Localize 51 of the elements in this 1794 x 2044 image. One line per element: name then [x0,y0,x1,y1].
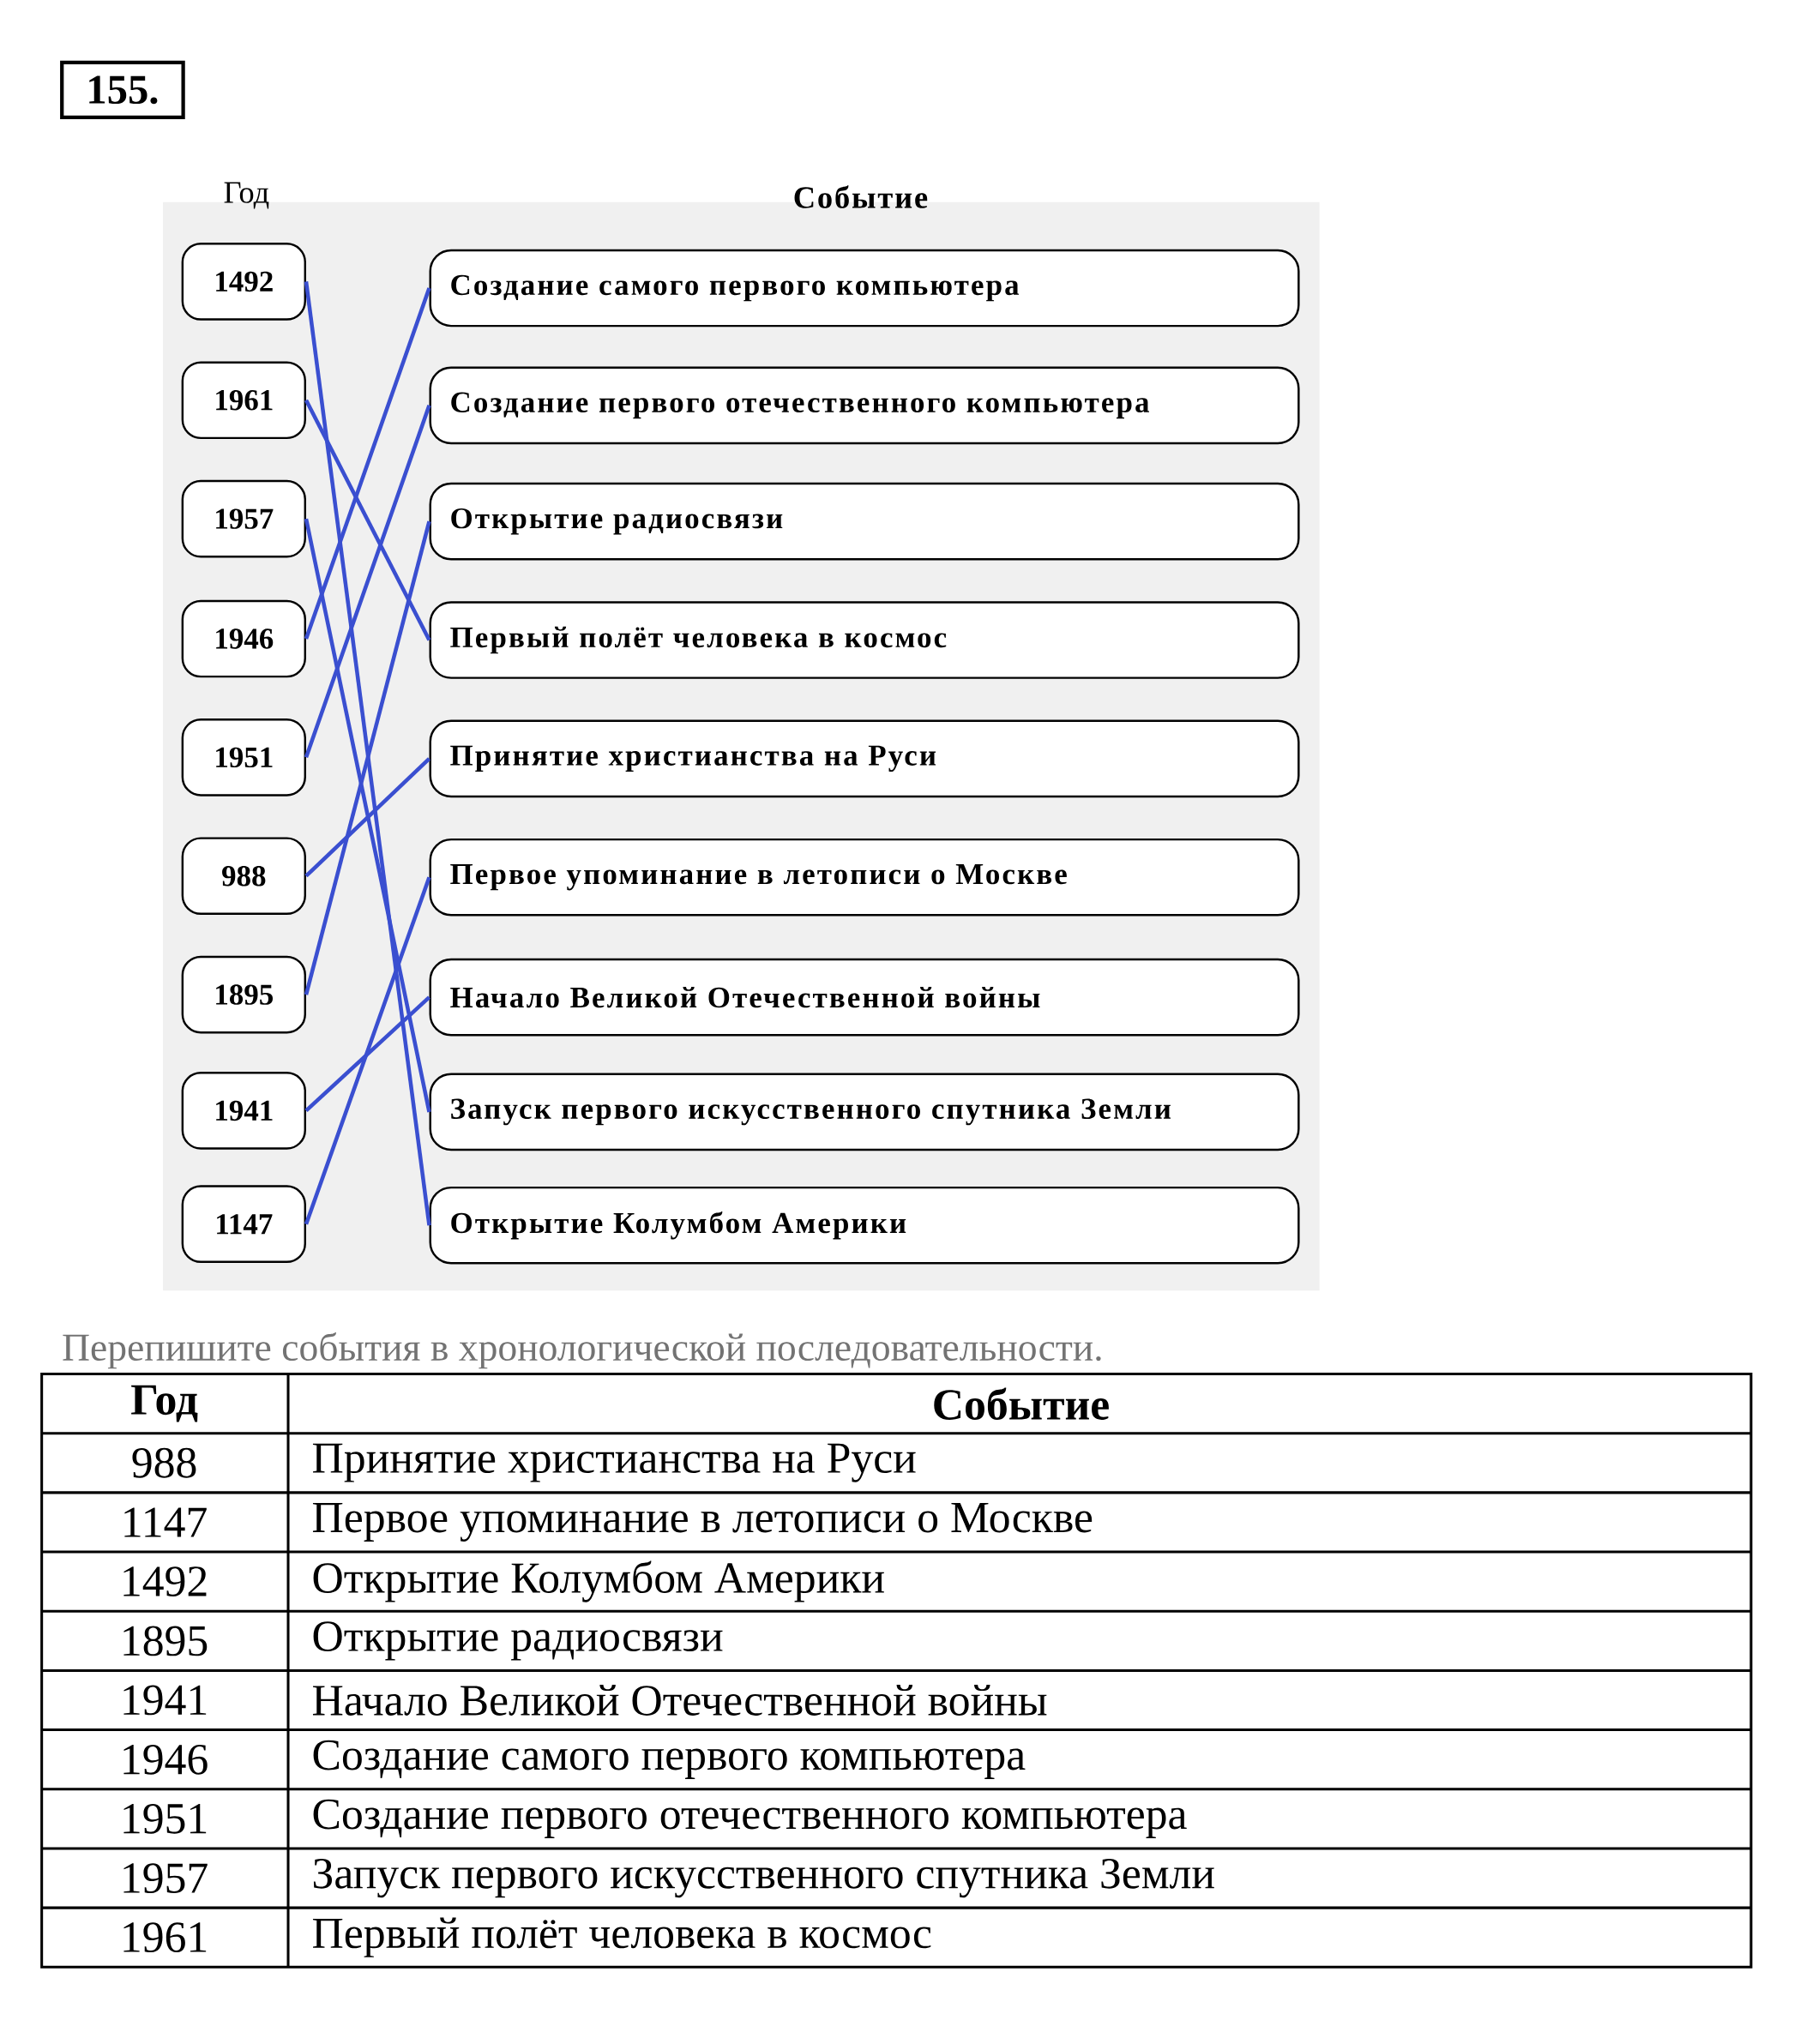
year-box: 1147 [181,1185,306,1263]
instruction-text: Перепишите события в хронологической последовательности. [63,1332,1101,1369]
column-heading: Событие [794,185,928,208]
table-cell: 1147 [124,1507,207,1537]
table-cell: 1961 [123,1922,207,1953]
event-box: Открытие радиосвязи [429,482,1300,561]
event-box: Первое упоминание в летописи о Москве [429,838,1300,917]
event-box: Принятие христианства на Руси [429,719,1300,798]
table-cell: 1895 [123,1626,208,1656]
event-box: Первый полёт человека в космос [429,601,1300,679]
table-cell: Первое упоминание в летописи о Москве [312,1503,1093,1542]
table-cell: Первый полёт человека в космос [312,1917,931,1957]
connecting-line [304,281,431,1226]
table-cell: Открытие Колумбом Америки [313,1560,884,1602]
event-box: Запуск первого искусственного спутника Земли [429,1073,1300,1151]
number-box: 155. [60,60,185,119]
table-header: Год [131,1385,198,1422]
event-box: Начало Великой Отечественной войны [429,958,1300,1037]
year-box: 1957 [181,479,306,558]
table-cell: Запуск первого искусственного спутника Земли [313,1858,1214,1898]
year-box: 1492 [181,243,306,321]
connecting-line [304,405,431,759]
connecting-line [304,287,431,640]
year-box: 988 [181,837,306,916]
table-cell: Создание первого отечественного компьютера [313,1799,1187,1838]
event-box: Создание самого первого компьютера [429,249,1300,328]
column-heading: Год [224,182,269,209]
connecting-line [304,520,431,995]
year-box: 1961 [181,361,306,440]
year-box: 1951 [181,718,306,797]
table-cell: 988 [132,1447,196,1478]
connecting-line [304,399,431,641]
table-cell: 1951 [123,1803,207,1834]
table-cell: Начало Великой Отечественной войны [312,1685,1047,1716]
connecting-line [304,876,431,1225]
event-box: Открытие Колумбом Америки [429,1186,1300,1265]
table-cell: Создание самого первого компьютера [313,1740,1026,1779]
table-cell: 1957 [123,1863,208,1893]
table-cell: 1492 [123,1566,207,1596]
connecting-line [304,757,431,878]
year-box: 1895 [181,955,306,1034]
event-box: Создание первого отечественного компьютера [429,366,1300,445]
table-cell: Открытие радиосвязи [313,1621,723,1661]
table-cell: 1946 [123,1744,208,1775]
year-box: 1941 [181,1072,306,1150]
connecting-line [304,995,431,1113]
table-header: Событие [934,1387,1109,1420]
table-cell: Принятие христианства на Руси [312,1443,916,1482]
connecting-line [304,518,431,1113]
year-box: 1946 [181,599,306,678]
table-cell: 1941 [123,1685,207,1716]
